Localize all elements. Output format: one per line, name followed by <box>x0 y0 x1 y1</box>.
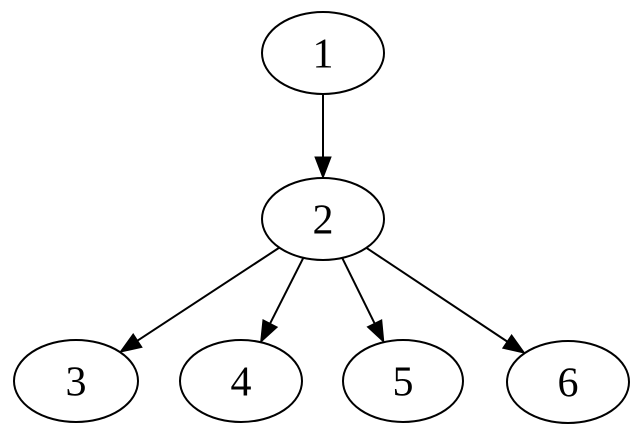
edge-2-to-5 <box>341 257 385 344</box>
node-5-label: 5 <box>393 359 414 405</box>
node-5: 5 <box>342 339 464 423</box>
arrowhead-icon <box>260 319 279 344</box>
node-6: 6 <box>506 340 630 424</box>
arrowhead-icon <box>366 319 385 344</box>
edge-2-to-3 <box>118 246 280 353</box>
node-6-shape <box>506 340 630 424</box>
node-3: 3 <box>13 339 139 423</box>
arrowhead-icon <box>501 333 526 354</box>
node-2: 2 <box>261 177 385 261</box>
node-6-label: 6 <box>558 360 579 406</box>
node-2-label: 2 <box>313 197 334 243</box>
node-4-label: 4 <box>231 359 252 405</box>
edge-2-to-4 <box>260 257 305 344</box>
node-3-label: 3 <box>66 359 87 405</box>
edge-2-to-6 <box>365 247 526 354</box>
edge-1-to-2 <box>314 94 332 180</box>
edge-line <box>268 257 305 326</box>
node-3-shape <box>13 339 139 423</box>
arrowhead-icon <box>314 156 332 180</box>
node-2-shape <box>261 177 385 261</box>
node-4-shape <box>179 339 303 423</box>
edge-line <box>365 247 510 344</box>
arrowhead-icon <box>118 333 143 353</box>
node-1-shape <box>261 11 385 95</box>
node-4: 4 <box>179 339 303 423</box>
node-1-label: 1 <box>313 31 334 77</box>
edge-line <box>135 246 280 343</box>
node-5-shape <box>342 339 464 423</box>
node-1: 1 <box>261 11 385 95</box>
edge-line <box>341 257 377 326</box>
